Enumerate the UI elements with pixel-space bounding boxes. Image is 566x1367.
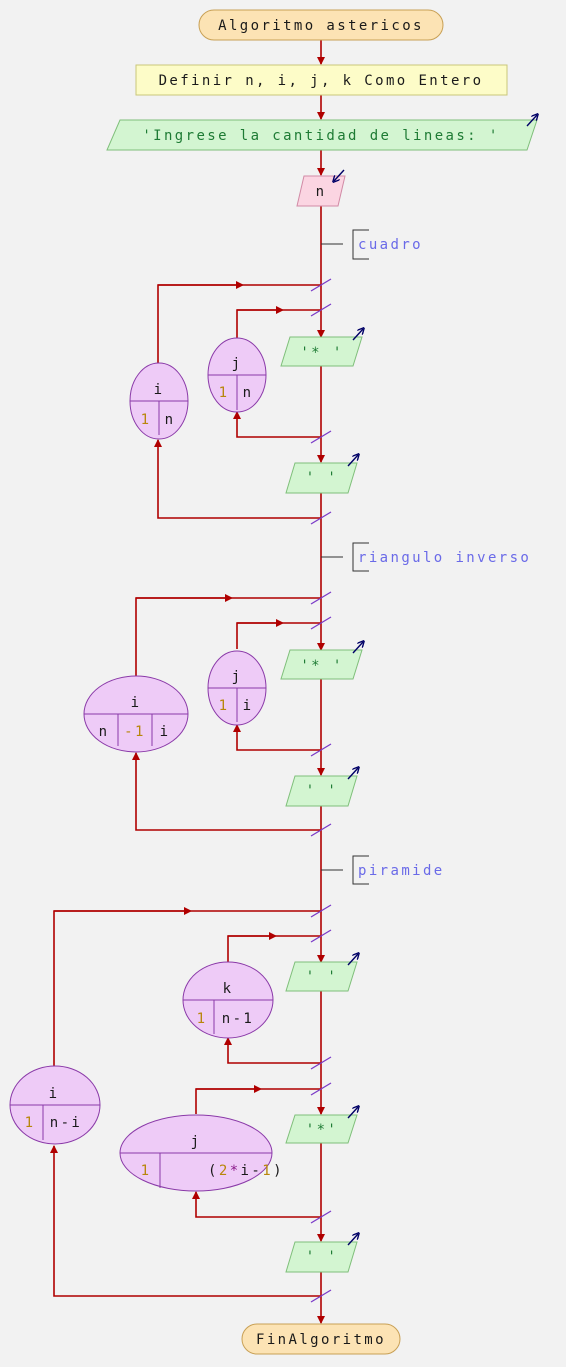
loop-to: i	[160, 724, 171, 740]
loop-var: j	[232, 669, 243, 685]
loop-j-piramide[interactable]: j 1 (2*i-1)	[119, 1114, 284, 1192]
output-space-k-piramide[interactable]: ' '	[285, 954, 358, 992]
loop-from: 1	[141, 1163, 152, 1179]
prompt-label: 'Ingrese la cantidad de lineas: '	[142, 128, 499, 144]
define-process[interactable]: Definir n, i, j, k Como Entero	[135, 64, 508, 96]
loop-to: n-i	[50, 1115, 83, 1131]
loop-to: (2*i-1)	[208, 1163, 284, 1179]
comment-piramide: piramide	[321, 855, 445, 885]
loop-to: n	[243, 385, 254, 401]
output-label: '*'	[306, 1122, 339, 1138]
loop-from: 1	[219, 698, 230, 714]
loop-from: 1	[219, 385, 230, 401]
output-label: ' '	[306, 783, 339, 799]
comment-label: piramide	[358, 863, 445, 879]
define-label: Definir n, i, j, k Como Entero	[159, 73, 484, 89]
output-arrow-icon	[347, 1107, 358, 1119]
output-star-triangulo[interactable]: '* '	[280, 642, 363, 680]
loop-lines	[50, 281, 321, 1297]
output-label: ' '	[306, 969, 339, 985]
loop-from: n	[99, 724, 110, 740]
output-label: ' '	[306, 470, 339, 486]
loop-var: i	[131, 695, 142, 711]
comment-label: cuadro	[358, 237, 423, 253]
output-star-piramide[interactable]: '*'	[285, 1107, 358, 1144]
loop-join-marks	[310, 278, 332, 1303]
loop-i-triangulo[interactable]: i n -1 i	[83, 675, 189, 753]
output-arrow-icon	[347, 1234, 358, 1246]
output-arrow-icon	[352, 329, 363, 341]
loop-from: 1	[141, 412, 152, 428]
loop-to: i	[243, 698, 254, 714]
loop-from: 1	[25, 1115, 36, 1131]
output-label: '* '	[300, 658, 343, 674]
loop-var: i	[154, 382, 165, 398]
loop-var: k	[223, 981, 234, 997]
output-label: '* '	[300, 345, 343, 361]
loop-i-cuadro[interactable]: i 1 n	[129, 362, 189, 440]
read-input[interactable]: n	[296, 169, 346, 207]
loop-var: j	[191, 1134, 202, 1150]
loop-var: j	[232, 356, 243, 372]
input-arrow-icon	[334, 169, 345, 181]
output-space-triangulo[interactable]: ' '	[285, 768, 358, 807]
read-label: n	[316, 184, 327, 200]
loop-from: 1	[197, 1011, 208, 1027]
prompt-output[interactable]: 'Ingrese la cantidad de lineas: '	[106, 115, 537, 151]
output-star-cuadro[interactable]: '* '	[280, 329, 363, 367]
loop-to: n-1	[222, 1011, 255, 1027]
loop-step: -1	[124, 724, 146, 740]
start-label: Algoritmo astericos	[218, 18, 424, 34]
output-space-piramide[interactable]: ' '	[285, 1234, 358, 1273]
output-label: ' '	[306, 1249, 339, 1265]
output-arrow-icon	[347, 954, 358, 966]
end-label: FinAlgoritmo	[256, 1332, 386, 1348]
end-terminal[interactable]: FinAlgoritmo	[241, 1323, 401, 1355]
comment-triangulo: riangulo inverso	[321, 542, 531, 572]
output-arrow-icon	[526, 115, 537, 127]
loop-k-piramide[interactable]: k 1 n-1	[182, 961, 274, 1039]
loop-to: n	[165, 412, 176, 428]
loop-j-triangulo[interactable]: j 1 i	[207, 650, 267, 726]
output-arrow-icon	[347, 768, 358, 780]
output-space-cuadro[interactable]: ' '	[285, 455, 358, 494]
comment-cuadro: cuadro	[321, 229, 423, 260]
loop-j-cuadro[interactable]: j 1 n	[207, 337, 267, 413]
comment-label: riangulo inverso	[358, 550, 531, 566]
loop-i-piramide[interactable]: i 1 n-i	[9, 1065, 101, 1145]
start-terminal[interactable]: Algoritmo astericos	[198, 9, 444, 41]
output-arrow-icon	[347, 455, 358, 467]
loop-var: i	[49, 1086, 60, 1102]
output-arrow-icon	[352, 642, 363, 654]
